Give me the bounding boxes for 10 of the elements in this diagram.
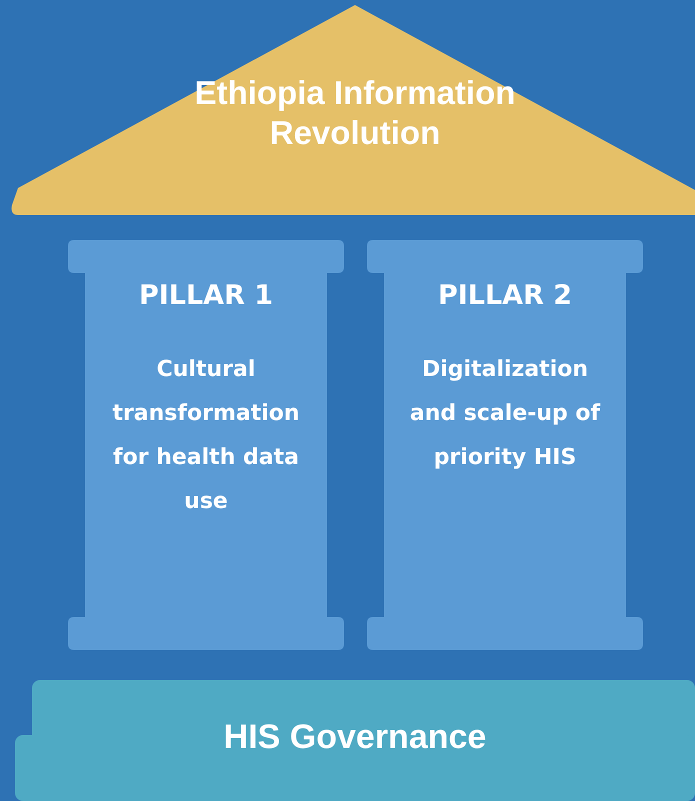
pillar <box>68 240 344 650</box>
pillar-heading: PILLAR 1 <box>138 279 274 313</box>
roof-title: Ethiopia Information Revolution <box>194 73 516 153</box>
pillar-heading: PILLAR 2 <box>436 279 574 313</box>
plinth <box>15 680 695 801</box>
roof <box>10 5 695 215</box>
pillar-description: Cultural transformation for health data use <box>111 356 301 516</box>
pillar-description: Digitalization and scale-up of priority HIS <box>408 356 602 472</box>
plinth-label: HIS Governance <box>222 717 488 758</box>
pillar <box>367 240 643 650</box>
